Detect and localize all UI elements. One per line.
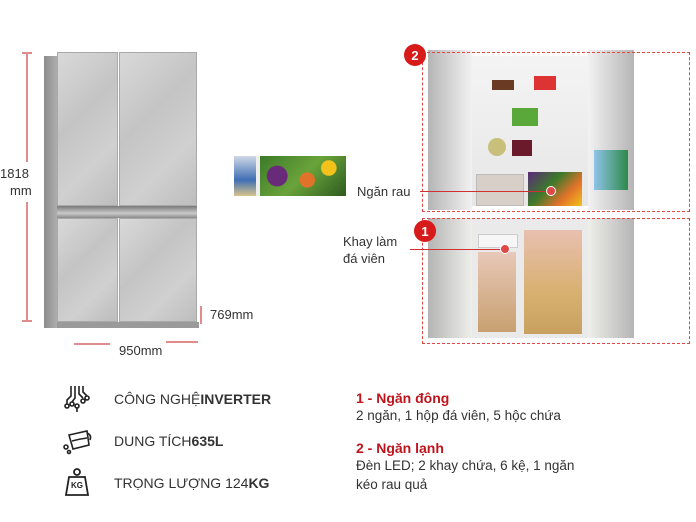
- left-upper-door-open: [428, 50, 472, 210]
- width-dim-line-right: [166, 341, 198, 343]
- spec-freezer-title: 1 - Ngăn đông: [356, 390, 450, 406]
- spec-fridge-title: 2 - Ngăn lạnh: [356, 440, 444, 456]
- feature-capacity: DUNG TÍCH 635L: [60, 426, 223, 456]
- top-left-door: [57, 52, 118, 206]
- width-value: 950mm: [119, 343, 163, 358]
- height-dim-line-bottom: [26, 202, 28, 320]
- depth-value: 769mm: [210, 307, 254, 322]
- ice-tray-label-2: đá viên: [343, 251, 385, 266]
- feature-weight-text: TRỌNG LƯỢNG 124: [114, 475, 249, 491]
- right-lower-door-open: [588, 218, 634, 338]
- shelf-melon: [488, 138, 506, 156]
- freezer-compartment: [472, 218, 588, 338]
- fridge-compartment: [472, 56, 588, 206]
- shelf-salad: [512, 108, 538, 126]
- fridge-base: [57, 322, 199, 328]
- freezer-zone-outline: [422, 218, 690, 344]
- feature-inverter: CÔNG NGHỆ INVERTER: [60, 384, 271, 414]
- spec-fridge-line-1: Đèn LED; 2 khay chứa, 6 kệ, 1 ngăn: [356, 458, 575, 473]
- feature-capacity-text: DUNG TÍCH: [114, 433, 192, 449]
- fridge-open-image: [428, 50, 670, 346]
- shelf-cake: [492, 80, 514, 90]
- capacity-jug-icon: [60, 426, 94, 456]
- height-dim-bottom-cap: [22, 320, 32, 322]
- spec-freezer-line-1: 2 ngăn, 1 hộp đá viên, 5 hộc chứa: [356, 408, 561, 423]
- spec-freezer: 1 - Ngăn đông 2 ngăn, 1 hộp đá viên, 5 h…: [356, 390, 561, 425]
- door-handle-bar: [57, 206, 197, 218]
- ice-tray-pointer-dot: [500, 244, 510, 254]
- height-value: 1818: [0, 166, 29, 181]
- inset-door-shelf: [234, 156, 256, 196]
- shelf-strawberries: [534, 76, 556, 90]
- width-dim-line-left: [74, 343, 110, 345]
- feature-weight-bold: KG: [248, 475, 270, 491]
- fridge-zone-outline: [422, 52, 690, 212]
- ice-tray-label-1: Khay làm: [343, 234, 398, 249]
- freezer-drawer-right: [524, 230, 582, 334]
- freezer-zone-badge: 1: [414, 220, 436, 242]
- fridge-side-panel: [44, 56, 58, 328]
- depth-dim-marker: [200, 306, 202, 324]
- weight-kg-icon: KG: [60, 468, 94, 498]
- shelf-grapes: [512, 140, 532, 156]
- door-bottles: [594, 150, 628, 190]
- inverter-chip-icon: [60, 384, 94, 414]
- small-drawer: [476, 174, 524, 206]
- bottom-right-door: [119, 218, 197, 322]
- right-upper-door-open: [588, 50, 634, 210]
- vegetable-drawer-pointer-line: [420, 191, 548, 192]
- inset-vegetables: [260, 156, 346, 196]
- fridge-closed-image: [44, 52, 199, 332]
- height-dim-line-top: [26, 52, 28, 162]
- bottom-left-door: [57, 218, 118, 322]
- weight-icon-label: KG: [71, 481, 83, 490]
- left-lower-door-open: [428, 218, 472, 338]
- freezer-drawer-left: [478, 252, 516, 332]
- ice-tray-pointer-line: [410, 249, 502, 250]
- spec-fridge: 2 - Ngăn lạnh Đèn LED; 2 khay chứa, 6 kệ…: [356, 440, 574, 494]
- spec-fridge-line-2: kéo rau quả: [356, 477, 428, 492]
- height-unit: mm: [10, 183, 32, 198]
- feature-inverter-bold: INVERTER: [200, 391, 272, 407]
- vegetable-drawer-inset-image: [234, 156, 346, 196]
- feature-capacity-bold: 635L: [191, 433, 224, 449]
- feature-inverter-text: CÔNG NGHỆ: [114, 391, 201, 407]
- vegetable-drawer-label: Ngăn rau: [357, 184, 411, 199]
- vegetable-drawer-pointer-dot: [546, 186, 556, 196]
- fridge-zone-badge: 2: [404, 44, 426, 66]
- top-right-door: [119, 52, 197, 206]
